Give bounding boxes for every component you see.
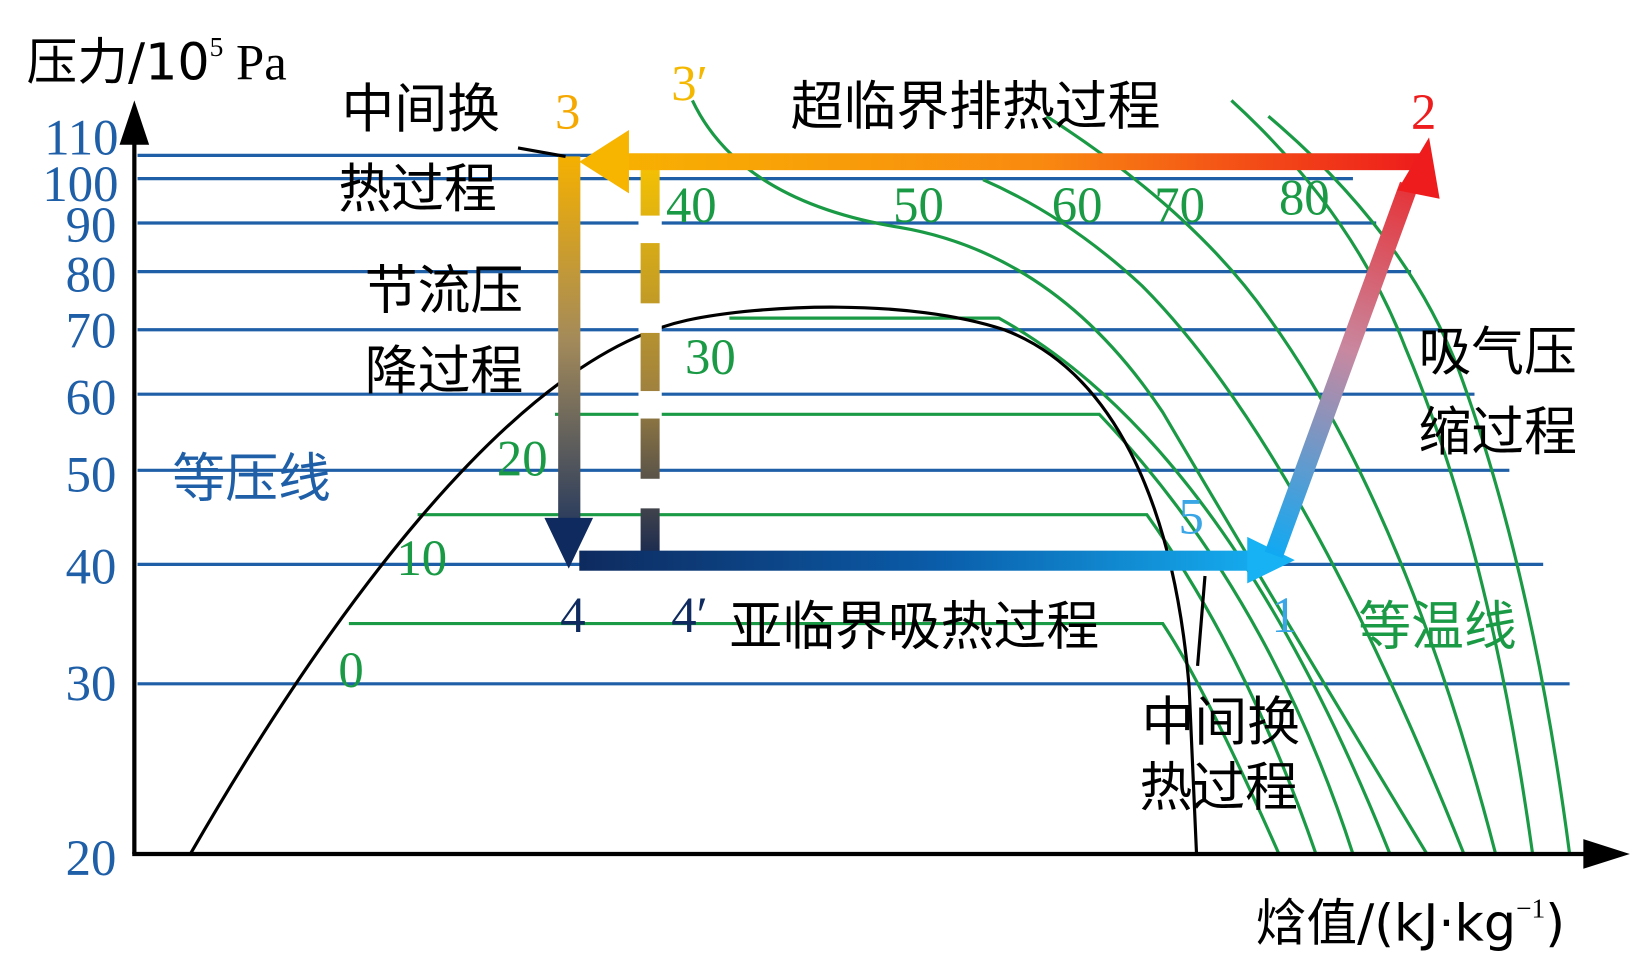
arrow-head-3-icon xyxy=(579,129,629,194)
tick-70: 70 xyxy=(66,303,117,359)
isotherm-30 xyxy=(729,316,1392,855)
label-intermediate-hx-bottom-2: 热过程 xyxy=(1139,757,1297,818)
arrow-head-2-icon xyxy=(1397,137,1440,199)
isobar-legend-label: 等压线 xyxy=(172,449,330,510)
isotherm-label-20: 20 xyxy=(497,431,548,487)
point-5: 5 xyxy=(1179,489,1204,545)
isotherm-40 xyxy=(690,99,1429,855)
cycle xyxy=(544,129,1440,584)
point-4-prime: 4′ xyxy=(671,587,707,643)
label-intermediate-hx-top-1: 中间换 xyxy=(342,79,500,140)
isotherm-20 xyxy=(554,412,1355,855)
tick-60: 60 xyxy=(66,369,117,425)
point-3: 3 xyxy=(555,84,580,140)
isotherm-80 xyxy=(1267,115,1572,855)
label-throttling-1: 节流压 xyxy=(365,261,523,322)
tick-110: 110 xyxy=(44,109,118,165)
point-1: 1 xyxy=(1272,587,1297,643)
label-compression-2: 缩过程 xyxy=(1418,402,1576,463)
label-subcritical-heat-absorption: 亚临界吸热过程 xyxy=(729,597,1099,658)
point-4: 4 xyxy=(560,587,585,643)
x-axis-arrow-icon xyxy=(1583,839,1630,869)
tick-30: 30 xyxy=(66,656,117,712)
isotherm-50 xyxy=(982,178,1466,855)
isotherm-label-60: 60 xyxy=(1052,177,1103,233)
tick-50: 50 xyxy=(66,446,117,502)
isobar-lines xyxy=(137,153,1570,686)
process-3-4 xyxy=(558,156,581,527)
process-1-2 xyxy=(1264,181,1418,559)
dash-gaps xyxy=(638,215,662,509)
isotherm-label-10: 10 xyxy=(396,530,447,586)
y-axis-label: 压力/105 Pa xyxy=(27,32,287,91)
process-labels: 中间换 热过程 超临界排热过程 节流压 降过程 吸气压 缩过程 亚临界吸热过程 … xyxy=(338,77,1577,819)
isotherm-labels: 0 10 20 30 40 50 60 70 80 xyxy=(338,170,1329,698)
leader-line-bottom xyxy=(1196,575,1207,666)
point-labels: 3 3′ 2 4 4′ 5 1 xyxy=(555,55,1436,643)
label-intermediate-hx-top-2: 热过程 xyxy=(338,159,496,220)
label-supercritical-heat-rejection: 超临界排热过程 xyxy=(791,77,1161,138)
pressure-tick-labels: 110 100 90 80 70 60 50 40 30 20 xyxy=(42,109,118,886)
isotherm-legend-label: 等温线 xyxy=(1358,597,1516,658)
isotherm-60 xyxy=(1045,114,1498,855)
label-compression-1: 吸气压 xyxy=(1418,322,1576,383)
tick-40: 40 xyxy=(66,538,117,594)
isotherm-70 xyxy=(1230,99,1535,855)
dashed-throttle-3p-4p xyxy=(640,158,660,555)
isotherm-label-70: 70 xyxy=(1154,177,1205,233)
tick-20: 20 xyxy=(66,830,117,886)
tick-100: 100 xyxy=(42,156,118,212)
leader-line-top xyxy=(517,146,566,158)
isotherm-label-80: 80 xyxy=(1279,170,1330,226)
arrow-head-4-icon xyxy=(544,517,594,569)
saturation-dome xyxy=(188,305,1199,855)
tick-90: 90 xyxy=(66,197,117,253)
tick-80: 80 xyxy=(66,247,117,303)
isotherm-label-40: 40 xyxy=(666,177,717,233)
arrow-head-1-icon xyxy=(1247,536,1295,584)
y-axis-arrow-icon xyxy=(119,100,150,145)
point-3-prime: 3′ xyxy=(671,55,707,111)
point-2: 2 xyxy=(1411,84,1436,140)
process-2-3 xyxy=(618,153,1422,171)
label-intermediate-hx-bottom-1: 中间换 xyxy=(1142,692,1300,753)
label-throttling-2: 降过程 xyxy=(365,341,523,402)
process-4-1 xyxy=(579,550,1256,571)
isotherm-label-50: 50 xyxy=(893,177,944,233)
x-axis-label: 焓值/(kJ·kg−1) xyxy=(1256,893,1565,952)
isotherm-label-0: 0 xyxy=(338,642,363,698)
isotherm-0 xyxy=(348,621,1281,855)
isotherm-label-30: 30 xyxy=(685,329,736,385)
